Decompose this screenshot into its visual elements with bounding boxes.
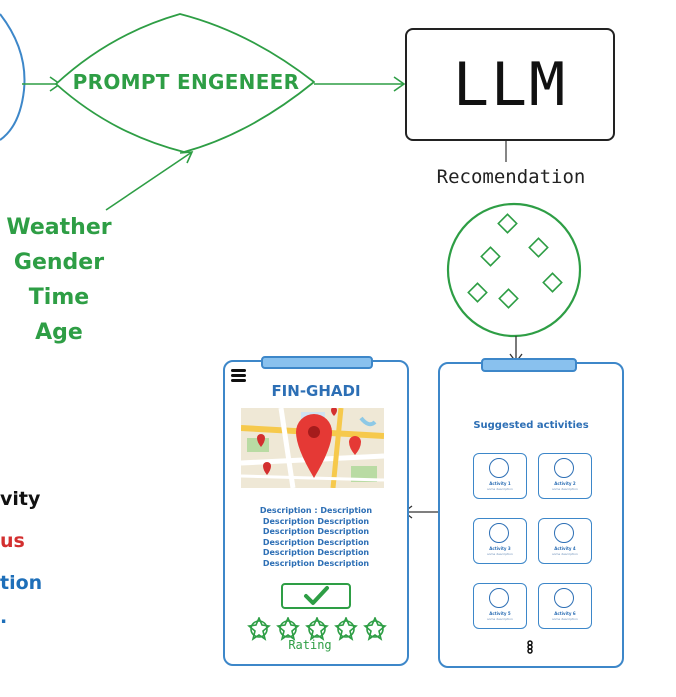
input-weather: Weather [6,215,112,240]
input-factors: Weather Gender Time Age [0,210,118,350]
rating-stars[interactable] [247,617,387,641]
prompt-engineer-label: PROMPT ENGENEER [72,70,300,94]
activity-label: Activity 6 [554,611,576,616]
arrow-inputs-to-prompt [105,151,194,211]
activity-label: Activity 1 [489,481,511,486]
arrow-to-prompt [22,76,62,92]
scroll-indicator-icon[interactable] [526,640,534,654]
left-list-item-2: us [0,530,25,552]
activity-sub: some description [487,487,513,491]
globe-icon [489,588,509,608]
activity-sub: some description [552,552,578,556]
description-line: Description Description [262,516,370,526]
user-circle-partial [0,13,26,141]
recommendation-circle [446,202,582,338]
activity-label: Activity 4 [554,546,576,551]
activity-card[interactable]: Activity 6 some description [538,583,592,629]
activity-sub: some description [552,487,578,491]
activity-label: Activity 2 [554,481,576,486]
arrow-to-llm [314,76,406,92]
detail-screen-clip [261,356,373,369]
activity-card[interactable]: Activity 4 some description [538,518,592,564]
rating-label: Rating [288,638,332,652]
input-time: Time [28,285,90,310]
checkmark-icon [304,586,329,605]
activity-card[interactable]: Activity 5 some description [473,583,527,629]
recommendation-label: Recomendation [436,166,586,188]
llm-box: LLM [405,28,615,141]
app-title: FIN-GHADI [271,382,361,400]
activities-title: Suggested activities [473,420,589,431]
activity-sub: some description [487,552,513,556]
description-block: Description : Description Description De… [225,506,407,570]
activity-card[interactable]: Activity 3 some description [473,518,527,564]
globe-icon [554,523,574,543]
activity-label: Activity 3 [489,546,511,551]
activity-card[interactable]: Activity 1 some description [473,453,527,499]
input-age: Age [35,320,83,345]
left-list-item-4: . [0,606,8,628]
activity-label: Activity 5 [489,611,511,616]
description-line: Description Description [262,558,370,568]
activity-card[interactable]: Activity 2 some description [538,453,592,499]
description-line: Description : Description [259,506,373,515]
globe-icon [489,458,509,478]
activity-sub: some description [487,617,513,621]
globe-icon [554,588,574,608]
menu-icon[interactable] [231,369,246,383]
detail-screen: FIN-GHADI Description : Description Desc… [223,356,409,666]
activities-screen: Suggested activities Activity 1 some des… [438,358,624,668]
input-gender: Gender [13,250,105,275]
arrow-to-detail [402,505,438,519]
left-list-item-1: vity [0,488,41,510]
prompt-diamond [55,13,315,153]
description-line: Description Description [262,537,370,547]
description-line: Description Description [262,527,370,537]
llm-label: LLM [452,49,568,120]
left-list-item-3: tion [0,572,43,594]
confirm-button[interactable] [281,583,351,609]
activity-sub: some description [552,617,578,621]
recommendation-diamonds [467,213,563,309]
globe-icon [554,458,574,478]
map-image [241,408,384,488]
globe-icon [489,523,509,543]
description-line: Description Description [262,548,370,558]
activities-screen-clip [481,358,577,372]
